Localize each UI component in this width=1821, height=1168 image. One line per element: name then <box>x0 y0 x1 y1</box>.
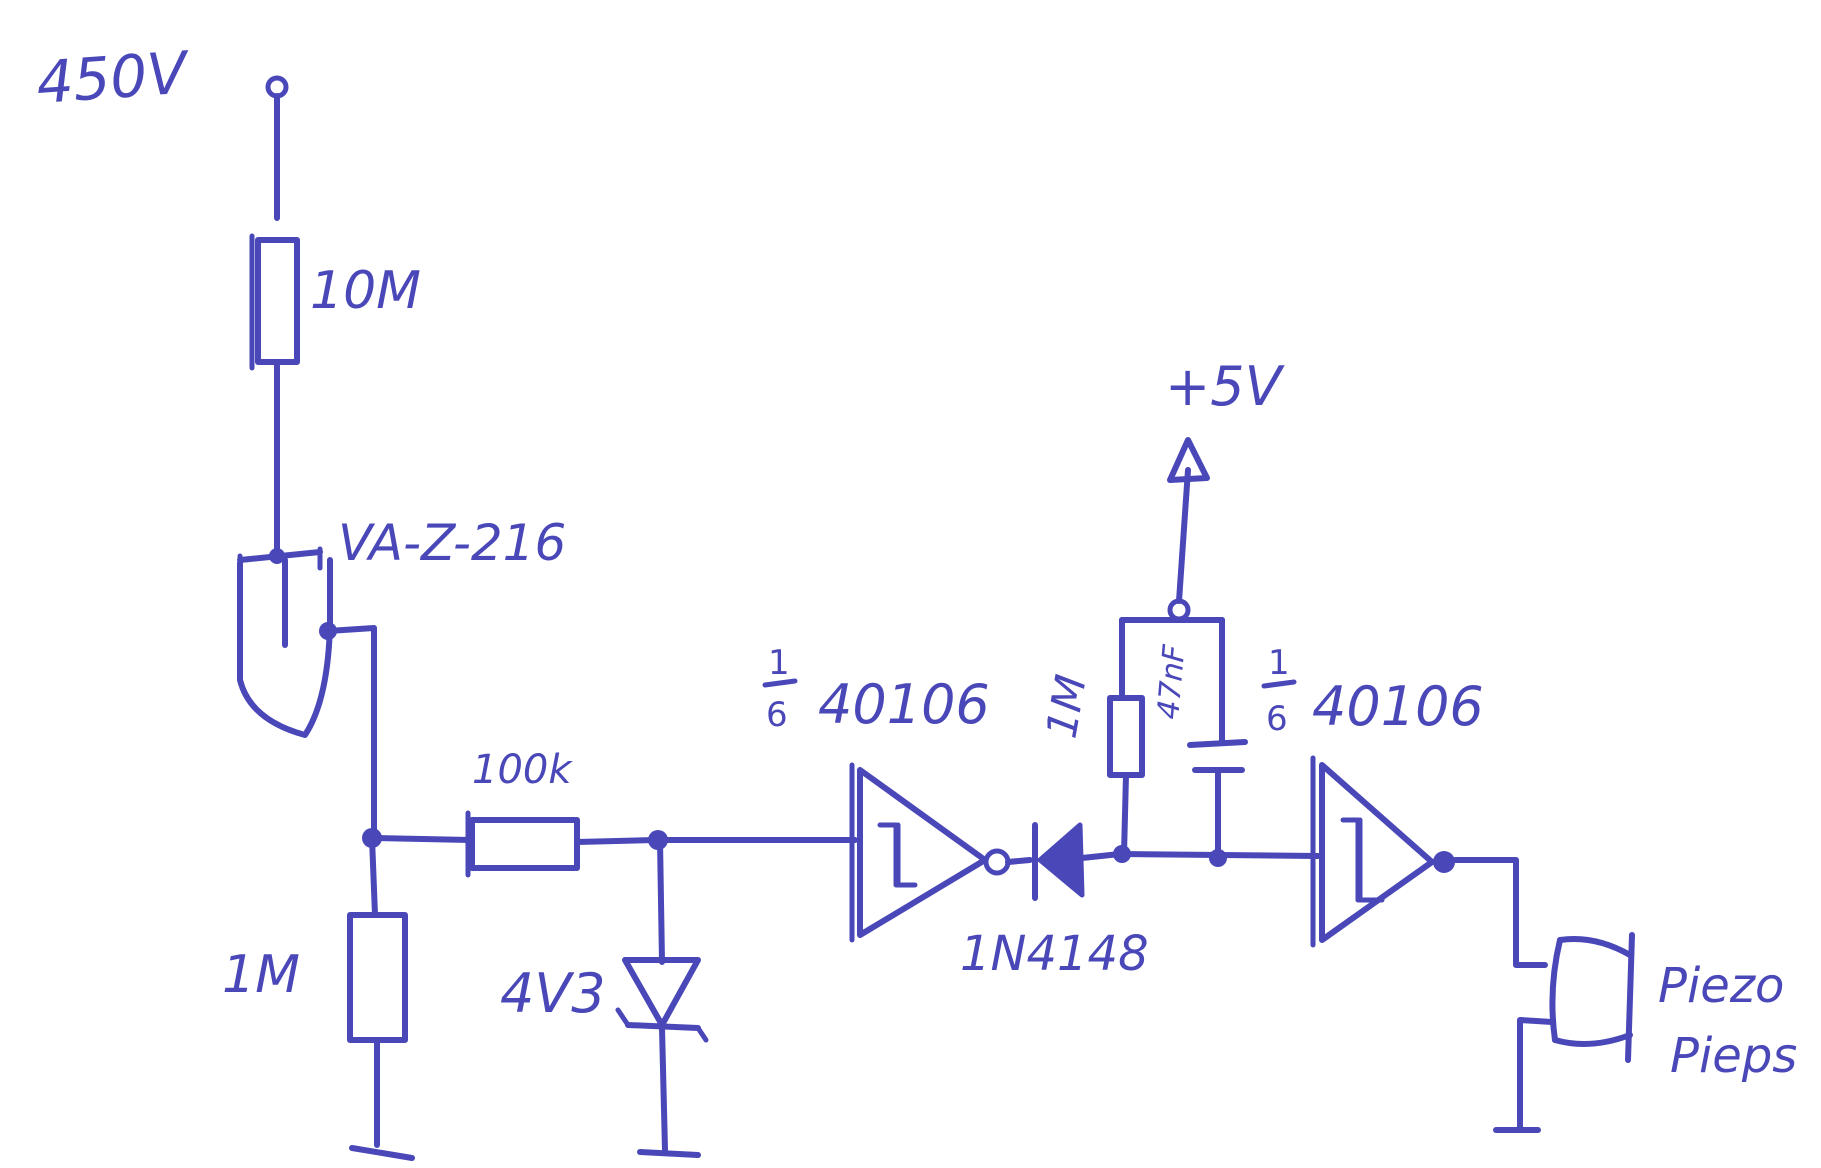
label-gate1-frac-den: 6 <box>766 695 788 735</box>
schmitt-inverter-2 <box>1310 755 1455 948</box>
label-4v3: 4V3 <box>500 962 606 1025</box>
arrow-5v <box>1167 437 1210 483</box>
label-5v: +5V <box>1165 355 1286 418</box>
wire-node-c-to-gate2 <box>1119 851 1321 859</box>
wire-sensor-to-node <box>325 625 377 841</box>
label-1m-pullup: 1M <box>1037 671 1096 742</box>
wire-node-b-to-zener <box>657 837 665 965</box>
sensor-va-z-216 <box>237 546 333 738</box>
wire-node-to-100k <box>369 835 473 843</box>
label-va-z-216: VA-Z-216 <box>338 514 566 572</box>
label-gate2-frac-num: 1 <box>1268 643 1290 683</box>
resistor-1m-pullup <box>1107 695 1145 778</box>
wire-zener-to-ground <box>659 1025 668 1153</box>
label-gate2-part: 40106 <box>1312 675 1484 738</box>
label-47nf: 47nF <box>1151 643 1192 721</box>
label-gate2-frac-den: 6 <box>1266 699 1288 739</box>
ground-middle <box>637 1149 701 1158</box>
label-450v: 450V <box>34 38 193 117</box>
schmitt-inverter-1 <box>849 762 1011 943</box>
capacitor-47nf <box>1187 739 1248 773</box>
label-1m-bottom: 1M <box>222 945 300 1005</box>
wire-r-to-node-c <box>1121 772 1129 857</box>
wire-100k-to-node-b <box>574 837 659 845</box>
wire-gate1-to-diode <box>1005 857 1033 865</box>
resistor-100k <box>465 810 580 878</box>
resistor-10m <box>249 233 300 371</box>
wire-node-to-1m <box>369 835 378 918</box>
label-piezo-line1: Piezo <box>1658 958 1784 1014</box>
gate1-fraction-bar <box>762 678 798 688</box>
label-100k: 100k <box>472 747 573 793</box>
piezo-buzzer <box>1549 932 1635 1063</box>
gate2-fraction-bar <box>1261 679 1297 689</box>
label-gate1-part: 40106 <box>818 673 990 736</box>
wire-5v-to-rc <box>1176 467 1191 604</box>
diode-1n4148 <box>1032 822 1085 901</box>
label-10m: 10M <box>310 261 421 321</box>
wire-piezo-to-ground <box>1517 1017 1555 1133</box>
wire-gate2-to-piezo <box>1452 857 1548 968</box>
label-1n4148: 1N4148 <box>960 926 1149 982</box>
resistor-1m-bottom <box>347 912 408 1043</box>
label-gate1-frac-num: 1 <box>768 643 790 683</box>
ground-left <box>349 1145 415 1161</box>
label-piezo-line2: Pieps <box>1670 1028 1797 1084</box>
